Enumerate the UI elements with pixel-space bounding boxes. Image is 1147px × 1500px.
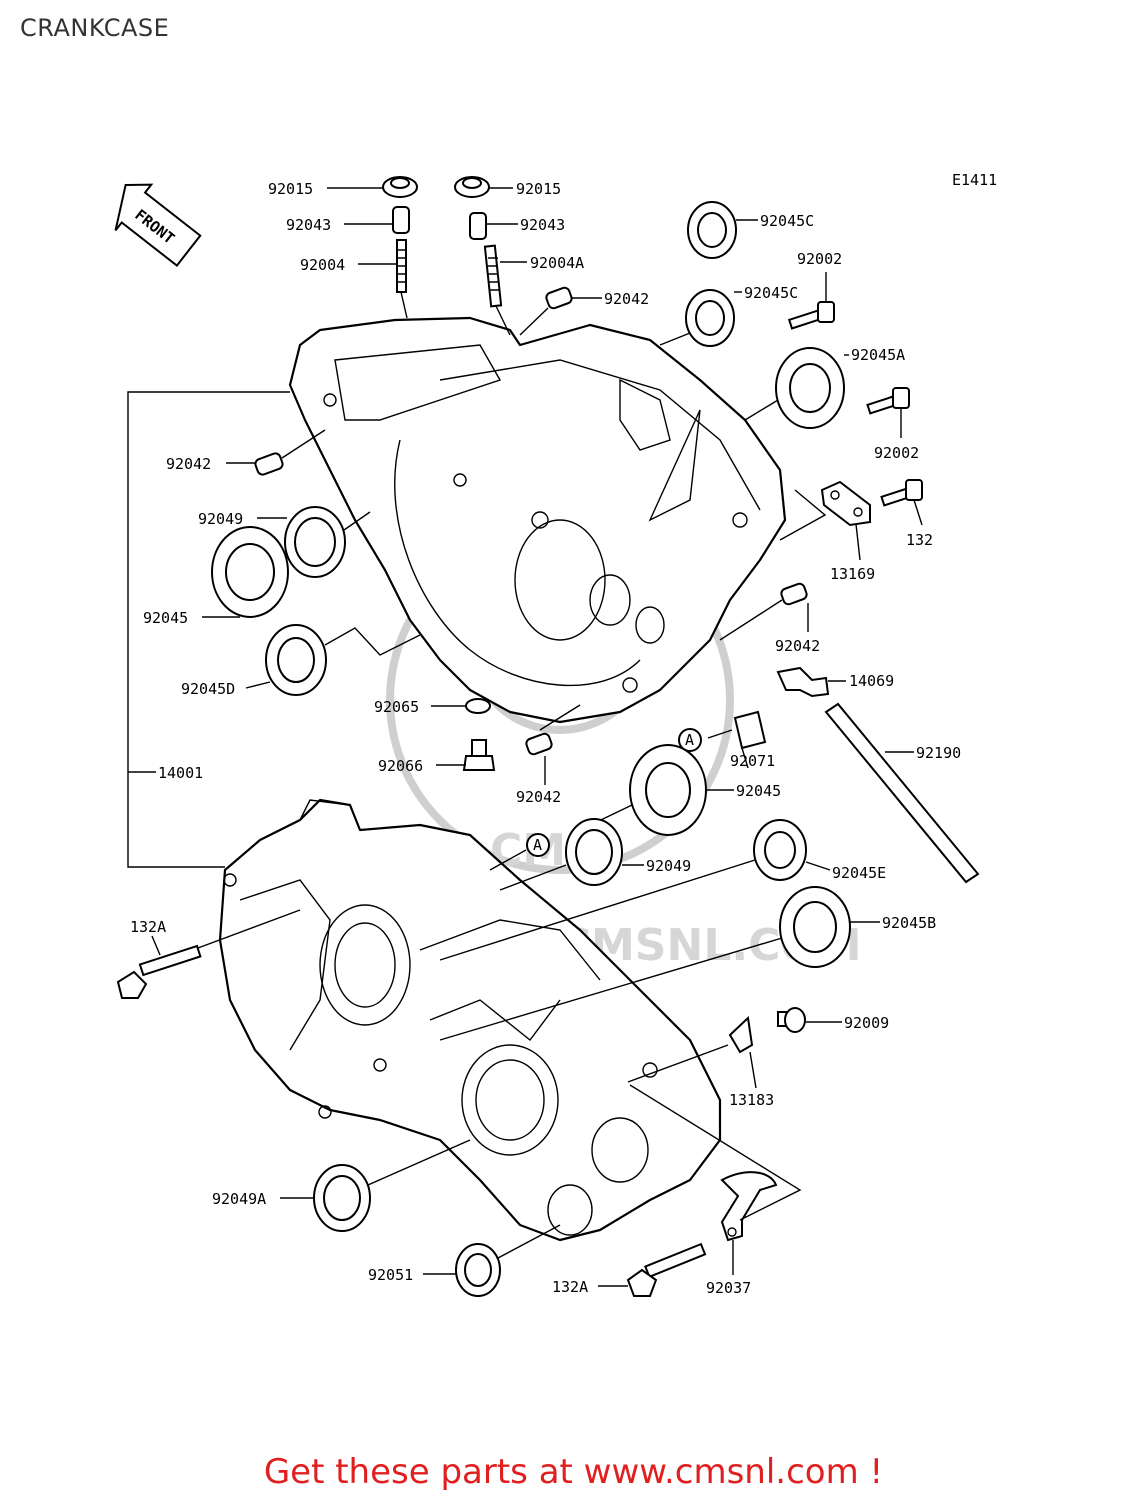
plug-92066 (462, 739, 496, 771)
dowel-92042-right (719, 582, 808, 641)
elbow-14069 (776, 666, 830, 698)
label-92051: 92051 (368, 1266, 413, 1284)
leader-lines (151, 187, 923, 1287)
bracket-92037 (629, 1084, 802, 1242)
label-92045A: 92045A (851, 346, 905, 364)
dowel-92042-left (254, 429, 326, 476)
washer-92065 (465, 698, 491, 714)
label-92002-top: 92002 (797, 250, 842, 268)
stud-92004A (483, 244, 511, 336)
bearing-92045C-top (687, 201, 737, 259)
bolt-132 (880, 479, 923, 507)
label-92042-top: 92042 (604, 290, 649, 308)
diagram-code: E1411 (952, 171, 997, 189)
label-92066: 92066 (378, 757, 423, 775)
seal-92049-top (284, 506, 371, 578)
hose-92190 (824, 702, 980, 884)
bearing-92045E (439, 819, 807, 961)
bracket-13183 (627, 1015, 754, 1083)
label-92071: 92071 (730, 752, 775, 770)
dowel-92042-bottom (525, 704, 581, 756)
label-92004A: 92004A (530, 254, 584, 272)
label-92042-right: 92042 (775, 637, 820, 655)
label-13169: 13169 (830, 565, 875, 583)
label-92043-right: 92043 (520, 216, 565, 234)
label-92002-mid: 92002 (874, 444, 919, 462)
bracket-13169 (779, 480, 871, 541)
bolt-132A-bottom (626, 1242, 707, 1297)
label-92045D: 92045D (181, 680, 235, 698)
label-13183: 13183 (729, 1091, 774, 1109)
callout-a-upper-letter: A (685, 731, 694, 749)
bearing-92045 (211, 526, 289, 618)
label-92045B: 92045B (882, 914, 936, 932)
label-92015-left: 92015 (268, 180, 313, 198)
part-labels: 92015 92043 92004 92015 92043 92004A 920… (130, 180, 961, 1297)
label-132A-left: 132A (130, 918, 166, 936)
seal-92049A (313, 1139, 471, 1232)
label-92004: 92004 (300, 256, 345, 274)
bearing-92045-mid (579, 744, 707, 836)
bolt-92009 (777, 1007, 806, 1033)
bearing-92045C-mid (659, 289, 735, 347)
label-92065: 92065 (374, 698, 419, 716)
callout-a-lower: A (489, 833, 550, 871)
label-92043-left: 92043 (286, 216, 331, 234)
stud-92004 (396, 239, 408, 319)
label-92042-bottom: 92042 (516, 788, 561, 806)
callout-a-upper: A (678, 728, 702, 752)
bearing-92045B (439, 886, 851, 1041)
label-92045-mid: 92045 (736, 782, 781, 800)
sleeve-92043-right (469, 212, 487, 240)
bolt-92002-top (787, 301, 835, 330)
label-92045C-top: 92045C (760, 212, 814, 230)
front-arrow-icon: FRONT (114, 183, 202, 267)
footer-cta-link[interactable]: Get these parts at www.cmsnl.com ! (263, 1452, 884, 1492)
bracket-14001 (127, 391, 290, 868)
label-92009: 92009 (844, 1014, 889, 1032)
bearing-92045A (744, 347, 845, 429)
bolt-132A-left (116, 909, 301, 999)
label-92045E: 92045E (832, 864, 886, 882)
label-14069: 14069 (849, 672, 894, 690)
seal-92051 (455, 1224, 561, 1297)
nut-92015-left (382, 176, 418, 198)
label-14001: 14001 (158, 764, 203, 782)
crankcase-lower-half (218, 798, 722, 1242)
fitting-92071 (707, 710, 767, 750)
label-92049A: 92049A (212, 1190, 266, 1208)
label-92049-top: 92049 (198, 510, 243, 528)
label-92037: 92037 (706, 1279, 751, 1297)
label-92015-right: 92015 (516, 180, 561, 198)
bolt-92002-mid (866, 387, 910, 415)
dowel-92042-top (519, 286, 573, 336)
label-92190: 92190 (916, 744, 961, 762)
label-132A-bottom: 132A (552, 1278, 588, 1296)
page-title: CRANKCASE (20, 14, 170, 42)
seal-92049-mid (499, 818, 623, 891)
exploded-parts-diagram: CMS WWW.CMSNL.COM E1411 FRONT (114, 171, 997, 1297)
bearing-92045D (265, 624, 421, 696)
label-92049-mid: 92049 (646, 857, 691, 875)
label-132: 132 (906, 531, 933, 549)
sleeve-92043-left (392, 206, 410, 234)
label-92045: 92045 (143, 609, 188, 627)
nut-92015-right (454, 176, 490, 198)
crankcase-upper-half (288, 316, 787, 724)
label-92045C-mid: 92045C (744, 284, 798, 302)
label-92042-left: 92042 (166, 455, 211, 473)
callout-a-lower-letter: A (533, 836, 542, 854)
